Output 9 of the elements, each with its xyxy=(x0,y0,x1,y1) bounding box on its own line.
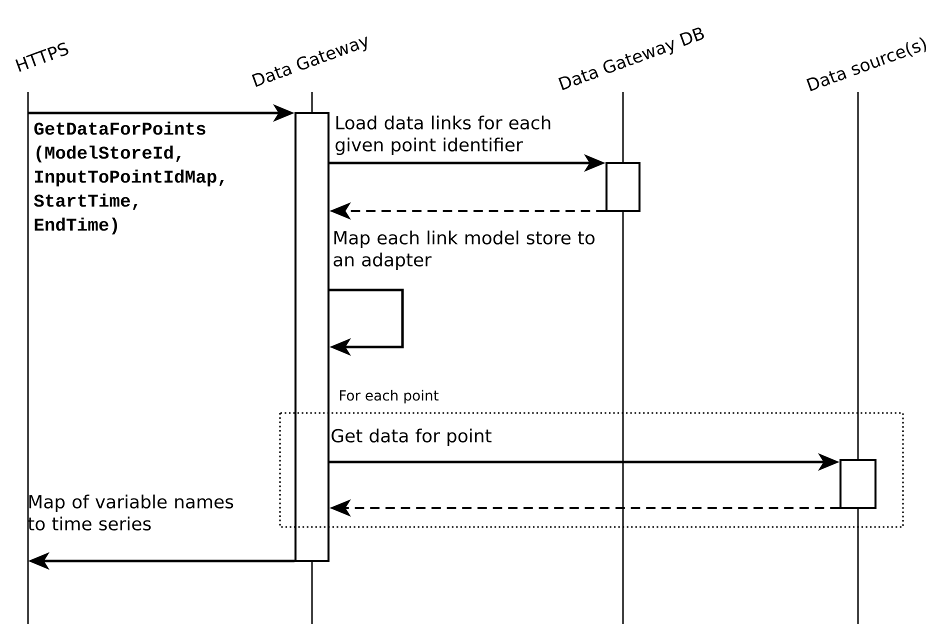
arrow xyxy=(330,288,404,356)
edge-label: Load data links for each given point identifier xyxy=(336,116,550,156)
edge-label: GetDataForPoints (ModelStoreId, InputToPointIdMap, StartTime, EndTime) xyxy=(34,122,224,234)
activation-bar xyxy=(840,459,876,509)
edge-label: Map each link model store to an adapter xyxy=(334,230,594,270)
edge-label: Map of variable names to time series xyxy=(28,494,234,531)
activation-bar xyxy=(606,162,640,212)
activation-bar xyxy=(294,112,330,562)
edge-label: Get data for point xyxy=(332,428,492,446)
